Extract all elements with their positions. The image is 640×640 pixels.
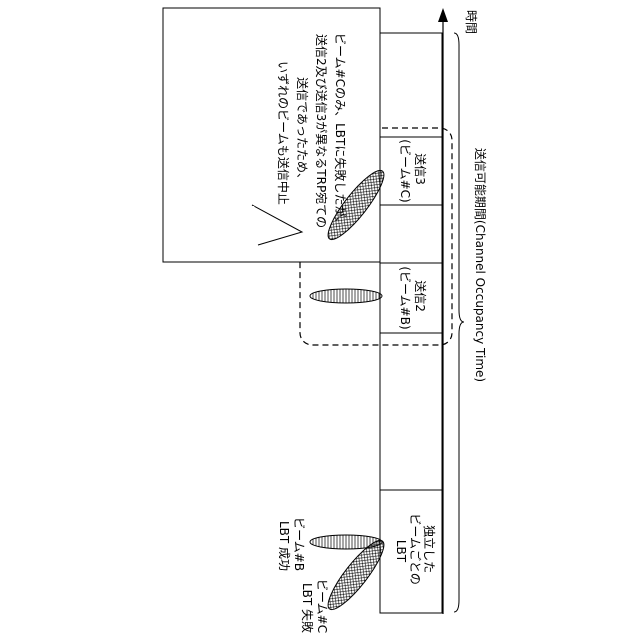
time-axis-arrowhead	[438, 8, 448, 22]
tx3-block-text: 送信3 (ビーム#C)	[398, 139, 428, 202]
time-axis-label: 時間	[464, 10, 478, 34]
lbt-block-text: 独立した ビームごとの LBT	[394, 513, 437, 588]
time-axis	[438, 8, 448, 614]
cot-label: 送信可能期間(Channel Occupancy Time)	[473, 148, 488, 382]
beam-b-label: ビーム#B LBT 成功	[277, 517, 306, 575]
tx2-block-text: 送信2 (ビーム#B)	[398, 266, 428, 329]
cot-brace	[454, 33, 464, 612]
beam-c-label: ビーム#C LBT 失敗	[300, 579, 329, 637]
beam-b-upper	[310, 289, 382, 303]
